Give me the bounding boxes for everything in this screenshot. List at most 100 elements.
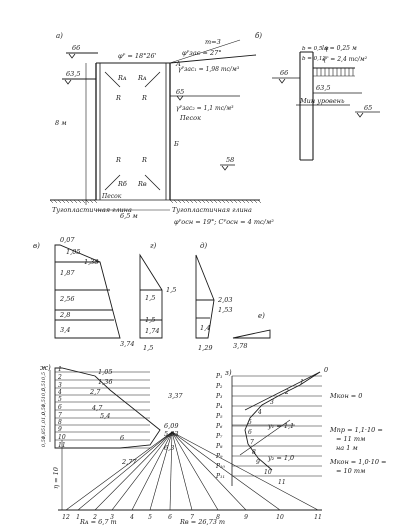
z-mkon1-1: Мкон = 1,0·10 = xyxy=(329,458,387,466)
panel-v-tag: в) xyxy=(33,242,40,250)
reaction-ra-left-arrow xyxy=(104,71,121,88)
clay-right-label: Тугопластичная глина xyxy=(172,206,252,214)
z-ray-number-8: 9 xyxy=(256,459,260,466)
zh-row-number: 10 xyxy=(58,434,66,441)
polygon-ray-number-10: 10 xyxy=(276,514,284,521)
polygon-ray-number-5: 5 xyxy=(148,514,152,521)
hatch-tick xyxy=(225,199,230,204)
polygon-ray-2 xyxy=(94,431,173,511)
polygon-ray-6 xyxy=(169,431,173,511)
b-elev-65-marker xyxy=(356,112,364,118)
polygon-ray-number-4: 4 xyxy=(129,514,134,521)
polygon-ray-number-0: 12 xyxy=(62,514,70,521)
zh-side-label: 0,5 xyxy=(41,372,47,380)
hatch-tick xyxy=(73,199,78,204)
zh-value-0: 1,05 xyxy=(98,368,112,376)
hatch-tick xyxy=(197,199,202,204)
z-zero-label: 0 xyxy=(324,366,328,374)
z-ray-number-4: 5 xyxy=(248,419,252,426)
z-mkon1-2: = 10 тм xyxy=(336,467,365,475)
zh-row-number: 1 xyxy=(58,366,62,373)
elev-58-label: 58 xyxy=(226,156,234,164)
hatch-tick xyxy=(93,199,98,204)
point-b-label: Б xyxy=(173,140,179,148)
point-a-label: A xyxy=(175,60,181,68)
z-p-label-10: P₁₁ xyxy=(215,473,225,480)
hatch-tick xyxy=(169,199,174,204)
level-65-marker xyxy=(176,95,184,101)
zh-value-4: 4,7 xyxy=(91,404,103,412)
zh-side-label: 1,0 xyxy=(41,411,47,420)
zh-row-number: 7 xyxy=(58,412,62,419)
elev-65-label: 65 xyxy=(176,88,184,96)
pole-distance-label: η = 10 xyxy=(52,467,60,489)
gamma1-label: γᴾзас₁ = 1,98 тс/м³ xyxy=(178,66,240,73)
reaction-ra-left: Rᴀ xyxy=(117,74,127,82)
zh-row-number: 8 xyxy=(58,419,62,426)
v-value-1: 1,05 xyxy=(66,248,80,256)
polygon-ray-8 xyxy=(171,431,219,511)
reaction-r-lower-right: R xyxy=(141,156,147,164)
elev-66-marker xyxy=(68,53,76,59)
phi-backfill-label: φᴾзас = 27° xyxy=(182,49,221,57)
reaction-rb-left-arrow xyxy=(104,174,121,191)
zh-row-number: 9 xyxy=(58,426,62,433)
min-level-label: Мин уровень xyxy=(299,97,345,105)
v-value-6: 3,4 xyxy=(60,326,70,334)
z-mkon0-label: Мкон = 0 xyxy=(329,392,362,400)
z-p-label-7: P₈ xyxy=(215,443,223,450)
zh-value-10: 2,77 xyxy=(121,458,137,466)
polygon-ray-number-2: 2 xyxy=(92,514,97,521)
hatch-tick xyxy=(209,199,214,204)
polygon-ray-number-3: 3 xyxy=(110,514,114,521)
hatch-tick xyxy=(249,199,254,204)
z-closing-line-1 xyxy=(244,371,321,411)
pressure-diagram-d xyxy=(195,254,215,339)
z-p-label-4: P₅ xyxy=(215,413,223,420)
hatch-tick xyxy=(85,199,90,204)
hatch-tick xyxy=(205,199,210,204)
zh-value-5: 5,4 xyxy=(100,412,110,420)
zh-side-label: 1,0 xyxy=(41,419,47,428)
polygon-ray-9 xyxy=(171,431,247,511)
z-p-label-6: P₇ xyxy=(215,433,223,440)
b-elev-65-label: 65 xyxy=(364,104,372,112)
panel-zh-tag: ж) xyxy=(40,364,51,372)
reaction-r-upper-left: R xyxy=(115,94,121,102)
zh-value-3: 3,37 xyxy=(168,392,183,400)
polygon-ray-11 xyxy=(171,431,319,511)
zh-side-label: 0,5 xyxy=(41,388,47,396)
depth-8m-label: 8 м xyxy=(55,119,67,127)
hatch-tick xyxy=(65,199,70,204)
z-ray-number-5: 6 xyxy=(248,429,252,436)
z-y1-label: y₁ = 1,1 xyxy=(267,422,294,430)
polygon-ray-number-8: 8 xyxy=(216,514,220,521)
elev-66-label: 66 xyxy=(72,44,80,52)
pier-dim-top: b = 0,5 м xyxy=(302,46,329,52)
hatch-tick xyxy=(49,199,54,204)
hatch-tick xyxy=(177,199,182,204)
panel-d-tag: д) xyxy=(200,242,207,250)
zh-side-label: 0,51 xyxy=(41,380,47,391)
hatch-tick xyxy=(241,199,246,204)
v-value-0: 0,07 xyxy=(60,236,75,244)
hatch-tick xyxy=(229,199,234,204)
panel-a-tag: а) xyxy=(56,32,63,40)
hatch-tick xyxy=(53,199,58,204)
polygon-ra-label: Rᴀ = 6,7 т xyxy=(79,518,117,526)
polygon-ray-0 xyxy=(65,431,173,511)
hatch-tick xyxy=(181,199,186,204)
hatch-tick xyxy=(81,199,86,204)
z-ray-number-1: 2 xyxy=(284,389,289,396)
zh-side-label: 0,51 xyxy=(41,436,47,447)
elev-63-5-label: 63,5 xyxy=(66,70,80,78)
hatch-tick xyxy=(213,199,218,204)
zh-side-label: 0,51 xyxy=(41,404,47,415)
z-ray-number-7: 8 xyxy=(252,449,256,456)
hatch-tick xyxy=(69,199,74,204)
hatch-tick xyxy=(173,199,178,204)
polygon-ray-4 xyxy=(131,431,173,511)
polygon-ray-1 xyxy=(77,431,173,511)
zh-value-2: 2,7 xyxy=(89,388,101,396)
